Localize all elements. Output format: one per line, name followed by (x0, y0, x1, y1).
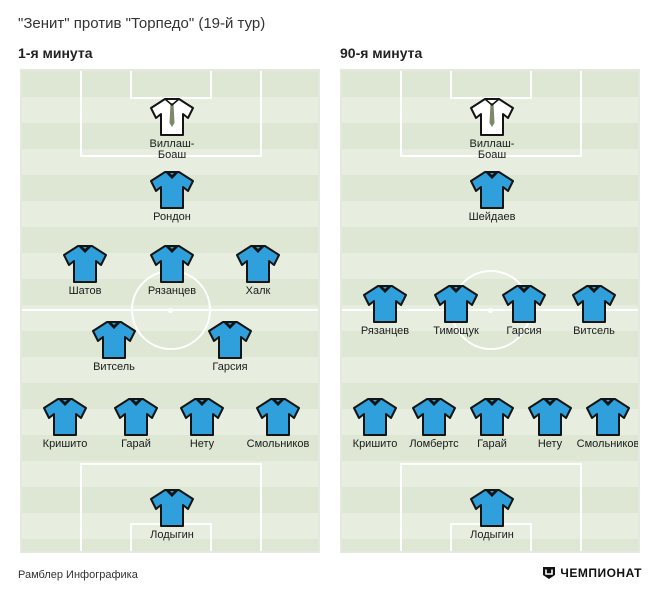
coach-marker: Виллаш-Боаш (447, 97, 537, 161)
coach-shirt-icon (150, 98, 194, 136)
player-shirt-icon (353, 398, 397, 436)
player-marker: Шатов (40, 244, 130, 297)
player-shirt-icon (92, 321, 136, 359)
coach-marker: Виллаш-Боаш (127, 97, 217, 161)
top-penalty-box (80, 71, 262, 157)
player-name: Гарсия (506, 325, 542, 337)
player-name: Гарай (121, 438, 151, 450)
player-name: Нету (537, 438, 563, 450)
player-marker: Гарай (91, 397, 181, 450)
player-name: Кришито (42, 438, 88, 450)
player-marker: Витсель (549, 284, 638, 337)
player-marker: Смольников (233, 397, 318, 450)
player-name: Смольников (576, 438, 640, 450)
player-marker: Халк (213, 244, 303, 297)
player-marker: Смольников (563, 397, 640, 450)
player-shirt-icon (586, 398, 630, 436)
player-name: Гарсия (212, 361, 248, 373)
player-marker: Шейдаев (447, 170, 537, 223)
coach-shirt-icon (470, 98, 514, 136)
player-name: Кришито (352, 438, 398, 450)
player-name: Шейдаев (468, 211, 516, 223)
top-goal-box (450, 71, 532, 99)
page-title: "Зенит" против "Торпедо" (19-й тур) (18, 15, 266, 32)
player-shirt-icon (528, 398, 572, 436)
top-penalty-box (400, 71, 582, 157)
player-name: Рязанцев (147, 285, 197, 297)
player-marker: Гарсия (479, 284, 569, 337)
player-marker: Гарай (447, 397, 537, 450)
player-name: Тимощук (433, 325, 479, 337)
player-shirt-icon (114, 398, 158, 436)
footer-source: Рамблер Инфографика (18, 569, 138, 581)
player-shirt-icon (363, 285, 407, 323)
player-marker: Ломбертс (389, 397, 479, 450)
player-marker: Лодыгин (127, 488, 217, 541)
player-name: Лодыгин (150, 529, 194, 541)
player-shirt-icon (502, 285, 546, 323)
player-marker: Нету (505, 397, 595, 450)
player-name: Рондон (153, 211, 191, 223)
player-name: Смольников (246, 438, 310, 450)
bottom-penalty-box (80, 463, 262, 551)
panel-label-first-minute: 1-я минута (18, 45, 93, 61)
player-name: Витсель (93, 361, 135, 373)
player-shirt-icon (208, 321, 252, 359)
player-name: Лодыгин (470, 529, 514, 541)
center-spot (488, 308, 493, 313)
brand-mark-icon (543, 567, 556, 579)
player-shirt-icon (150, 171, 194, 209)
player-name: Халк (245, 285, 271, 297)
player-name: Виллаш-Боаш (149, 138, 195, 161)
player-shirt-icon (43, 398, 87, 436)
player-shirt-icon (470, 171, 514, 209)
player-shirt-icon (412, 398, 456, 436)
center-spot (168, 308, 173, 313)
player-marker: Гарсия (185, 320, 275, 373)
player-shirt-icon (256, 398, 300, 436)
panel-label-ninetieth-minute: 90-я минута (340, 45, 423, 61)
player-marker: Кришито (22, 397, 110, 450)
player-marker: Кришито (342, 397, 420, 450)
player-name: Нету (189, 438, 215, 450)
player-marker: Рязанцев (127, 244, 217, 297)
player-marker: Тимощук (411, 284, 501, 337)
brand-logo: ЧЕМПИОНАТ (542, 566, 642, 580)
player-shirt-icon (434, 285, 478, 323)
brand-name: ЧЕМПИОНАТ (560, 566, 642, 580)
player-marker: Нету (157, 397, 247, 450)
player-shirt-icon (236, 245, 280, 283)
player-shirt-icon (470, 489, 514, 527)
player-name: Рязанцев (360, 325, 410, 337)
player-marker: Витсель (69, 320, 159, 373)
player-marker: Рязанцев (342, 284, 430, 337)
player-name: Ломбертс (409, 438, 459, 450)
top-goal-box (130, 71, 212, 99)
player-marker: Лодыгин (447, 488, 537, 541)
player-shirt-icon (63, 245, 107, 283)
player-name: Виллаш-Боаш (469, 138, 515, 161)
player-shirt-icon (150, 245, 194, 283)
player-name: Гарай (477, 438, 507, 450)
player-shirt-icon (470, 398, 514, 436)
player-shirt-icon (180, 398, 224, 436)
bottom-penalty-box (400, 463, 582, 551)
player-name: Шатов (68, 285, 102, 297)
player-name: Витсель (573, 325, 615, 337)
player-shirt-icon (150, 489, 194, 527)
player-shirt-icon (572, 285, 616, 323)
player-marker: Рондон (127, 170, 217, 223)
